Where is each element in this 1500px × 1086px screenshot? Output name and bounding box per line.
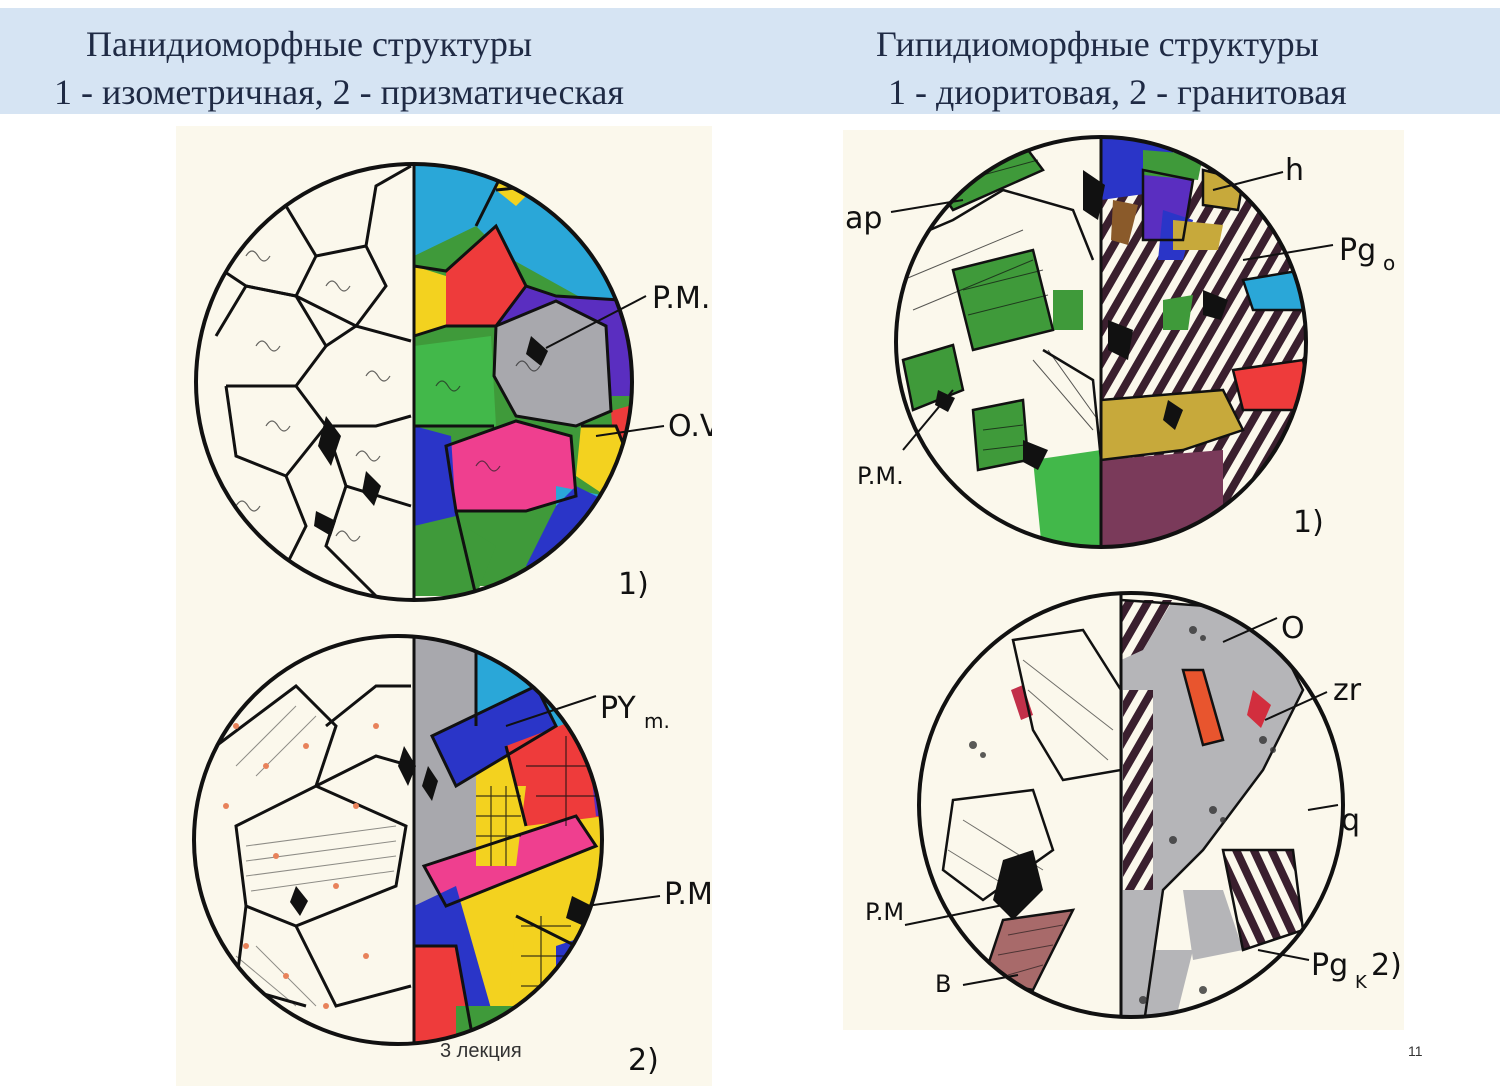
label-pg-top: Pg <box>1339 233 1376 268</box>
label-zr: zr <box>1333 673 1362 708</box>
label-ov: O.V. <box>668 409 712 444</box>
label-q: q <box>1341 803 1360 838</box>
label-pg-bottom-sub: K <box>1355 972 1368 993</box>
label-ap: ap <box>845 201 882 236</box>
granitic-structure-circle <box>919 593 1343 1017</box>
label-num-1: 1) <box>618 567 649 602</box>
right-drawing-panel: ap h Pg o P.M. 1) <box>843 130 1404 1030</box>
isometric-structure-circle <box>196 164 632 600</box>
label-py-sub: m. <box>644 709 670 733</box>
label-num-1-right: 1) <box>1293 505 1324 540</box>
hypidiomorphic-drawings: ap h Pg o P.M. 1) <box>845 135 1402 1019</box>
label-pm-top: P.M. <box>652 281 710 316</box>
label-num-2-right: 2) <box>1371 948 1402 983</box>
label-h: h <box>1285 153 1304 188</box>
panidiomorphic-drawings: P.M. O.V. 1) <box>192 162 712 1078</box>
left-title-line1: Панидиоморфные структуры <box>86 24 533 64</box>
label-num-2: 2) <box>628 1043 659 1078</box>
left-title-line2: 1 - изометричная, 2 - призматическая <box>54 72 624 112</box>
prismatic-structure-circle <box>194 636 602 1044</box>
label-b: B <box>935 970 951 998</box>
footer-lecture: 3 лекция <box>440 1040 522 1062</box>
label-pg-bottom: Pg <box>1311 948 1348 983</box>
footer-page-number: 11 <box>1408 1043 1423 1059</box>
label-pm-bottom: P.M <box>664 877 712 912</box>
left-drawing-panel: P.M. O.V. 1) <box>176 126 712 1086</box>
label-pg-top-sub: o <box>1383 251 1395 275</box>
label-pm-top-right: P.M. <box>857 462 904 490</box>
dioritic-structure-circle <box>896 137 1306 547</box>
right-title-line2: 1 - диоритовая, 2 - гранитовая <box>888 72 1347 112</box>
label-o: O <box>1281 611 1305 646</box>
label-py: PY <box>600 691 636 726</box>
label-pm-bottom-right: P.M <box>865 898 904 926</box>
right-title-line1: Гипидиоморфные структуры <box>876 24 1319 64</box>
title-bar: Панидиоморфные структуры 1 - изометрична… <box>0 8 1500 114</box>
